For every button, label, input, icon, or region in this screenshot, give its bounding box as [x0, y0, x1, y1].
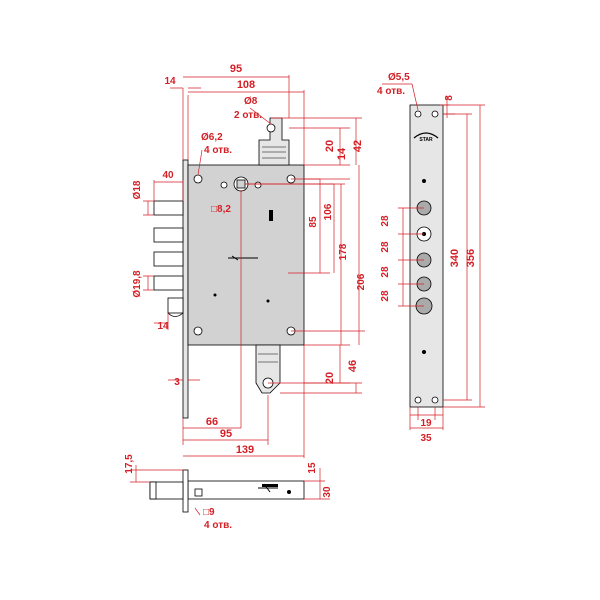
small-hole-right	[254, 181, 262, 189]
top-bracket-hole	[266, 123, 276, 133]
dim-v42: 42	[352, 140, 364, 152]
dim-sq9: □9	[203, 507, 215, 518]
dim-4-holes-a: 4 отв.	[204, 145, 232, 156]
dim-d18: Ø18	[132, 180, 143, 199]
lock-top-view	[130, 465, 330, 516]
top-view-body	[187, 480, 305, 500]
top-view-cylinder-bar	[262, 484, 278, 487]
screw-hole-bl	[193, 326, 203, 336]
dim-v28-2: 28	[380, 241, 391, 253]
dim-v46: 46	[347, 360, 359, 372]
dim-v106: 106	[323, 203, 334, 220]
faceplate-view: STAR	[382, 83, 485, 430]
dim-h3: 3	[174, 377, 180, 388]
dim-v14: 14	[336, 147, 348, 160]
top-bracket	[258, 117, 290, 166]
brand-logo: STAR	[413, 132, 439, 143]
lock-front-view	[153, 117, 305, 419]
dim-v28-3: 28	[380, 266, 391, 278]
faceplate-pin-bottom	[422, 350, 426, 354]
bolt-1	[153, 200, 184, 216]
faceplate-screw-tl	[414, 110, 422, 118]
dim-v340: 340	[449, 249, 461, 267]
spindle-square	[236, 179, 246, 189]
dim-top-14: 14	[164, 76, 176, 87]
latch-bevel	[167, 312, 184, 317]
dim-sq8-2: □8,2	[211, 204, 231, 215]
lock-forend-plate	[182, 159, 189, 419]
latch	[167, 297, 184, 314]
small-hole-left	[220, 181, 228, 189]
dim-d6-2: Ø6,2	[201, 132, 223, 143]
bottom-bracket	[255, 344, 281, 394]
dim-v8: 8	[444, 95, 455, 101]
dim-v20-top: 20	[324, 140, 336, 152]
rivet-1	[213, 293, 217, 297]
dim-2-holes: 2 отв.	[234, 110, 262, 121]
top-view-square	[194, 488, 203, 497]
top-view-hole	[287, 490, 291, 494]
dim-h40: 40	[162, 170, 174, 181]
dim-v17-5: 17,5	[124, 454, 135, 474]
dim-v206: 206	[356, 273, 367, 290]
top-bracket-lines	[262, 146, 286, 159]
dim-d5-5: Ø5,5	[388, 72, 410, 83]
bottom-bracket-lines	[258, 353, 278, 363]
brand-logo-text: STAR	[419, 137, 433, 143]
top-view-bolt-head	[149, 481, 157, 500]
front-dimension-lines	[143, 75, 365, 458]
dimension-labels: 95 14 108 Ø8 2 отв. Ø6,2 4 отв. 20 42 14…	[124, 63, 477, 531]
dim-v20-bottom: 20	[324, 372, 336, 384]
keyhole-slot	[269, 210, 273, 221]
dim-h95-bottom: 95	[220, 428, 232, 440]
faceplate-screw-bl	[414, 396, 422, 404]
dim-h35: 35	[420, 433, 432, 444]
dim-v85: 85	[308, 216, 319, 228]
dim-4-holes-c: 4 отв.	[377, 86, 405, 97]
dim-h139: 139	[236, 444, 254, 456]
dim-d19-8: Ø19,8	[132, 270, 143, 298]
dim-top-108: 108	[237, 79, 255, 91]
faceplate-screw-br	[431, 396, 439, 404]
faceplate-screw-tr	[431, 110, 439, 118]
dim-top-95: 95	[230, 63, 242, 75]
faceplate-pin-top	[422, 179, 426, 183]
dim-h66: 66	[206, 416, 218, 428]
top-view-forend	[182, 469, 189, 513]
dim-v15: 15	[307, 462, 318, 474]
dim-v178: 178	[338, 243, 349, 260]
bolt-2	[153, 227, 184, 243]
dim-v30: 30	[322, 486, 333, 498]
dim-v356: 356	[465, 249, 477, 267]
screw-hole-tl	[193, 174, 203, 184]
dim-v28-4: 28	[380, 290, 391, 302]
dim-v28-1: 28	[380, 215, 391, 227]
dim-h19: 19	[420, 418, 432, 429]
cylinder-mark	[228, 255, 258, 261]
bolt-3	[153, 251, 184, 267]
lock-case	[187, 164, 305, 346]
dim-h14-left: 14	[157, 321, 169, 332]
rivet-2	[266, 299, 270, 303]
dim-4-holes-b: 4 отв.	[204, 520, 232, 531]
bolt-4	[153, 275, 184, 291]
dim-d8: Ø8	[244, 96, 258, 107]
